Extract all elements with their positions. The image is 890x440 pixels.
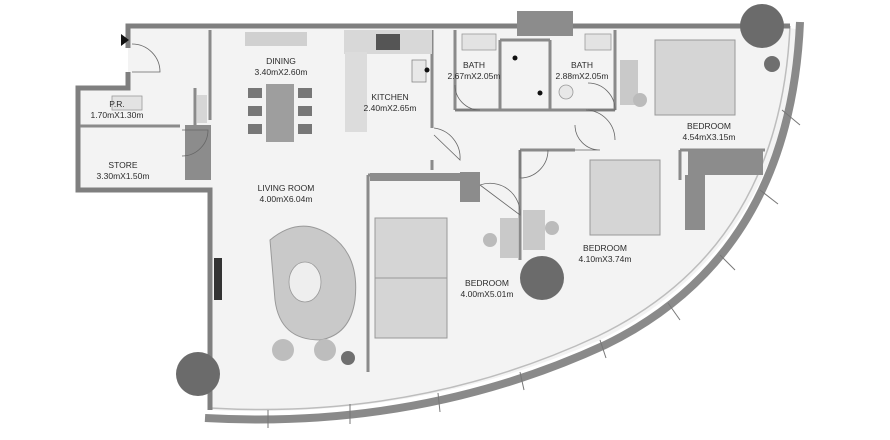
room-name: STORE (108, 160, 138, 170)
curved-facade (204, 21, 804, 424)
room-dims: 3.30mX1.50m (96, 171, 150, 181)
room-dims: 4.54mX3.15m (682, 132, 736, 142)
wall-blocks (185, 11, 763, 230)
room-dims: 1.70mX1.30m (90, 110, 144, 120)
room-label-bath-1: BATH 2.67mX2.05m (448, 60, 501, 82)
room-label-powder: P.R. 1.70mX1.30m (91, 99, 144, 121)
room-name: BATH (570, 60, 594, 70)
armchair-2 (314, 339, 336, 361)
room-name: P.R. (109, 99, 125, 109)
bedroom-3-chair (483, 233, 497, 247)
room-name: BATH (462, 60, 486, 70)
cooktop (376, 34, 400, 50)
bedroom-1-plant-icon (764, 56, 780, 72)
bath-fixture-dot-1 (512, 55, 518, 61)
kitchen-sink (411, 59, 427, 83)
kitchen-fixture-dot (424, 67, 430, 73)
room-name: BEDROOM (465, 278, 509, 288)
structural-columns (176, 4, 784, 396)
dining-chairs (248, 88, 312, 134)
room-dims: 3.40mX2.60m (254, 67, 308, 77)
room-name: BEDROOM (687, 121, 731, 131)
bath-2-vanity (584, 33, 612, 51)
powder-shelf (197, 95, 207, 123)
room-dims: 4.00mX5.01m (460, 289, 514, 299)
room-label-bath-2: BATH 2.88mX2.05m (556, 60, 609, 82)
powder-vanity (111, 95, 143, 111)
bath-2-toilet (558, 84, 574, 100)
armchair-1 (272, 339, 294, 361)
tv-unit (214, 258, 222, 300)
room-name: BEDROOM (583, 243, 627, 253)
room-label-bedroom-3: BEDROOM 4.00mX5.01m (461, 278, 514, 300)
room-dims: 4.10mX3.74m (578, 254, 632, 264)
room-label-dining: DINING 3.40mX2.60m (255, 56, 308, 78)
entrance-arrow-icon (121, 34, 129, 46)
room-label-store: STORE 3.30mX1.50m (97, 160, 150, 182)
coffee-table (288, 261, 322, 303)
bath-1-vanity (461, 33, 497, 51)
bedroom-2-bed (589, 159, 661, 236)
room-name: LIVING ROOM (257, 183, 315, 193)
sideboard (245, 32, 307, 46)
dining-table (266, 84, 294, 142)
room-dims: 4.00mX6.04m (259, 194, 313, 204)
room-label-living: LIVING ROOM 4.00mX6.04m (258, 183, 315, 205)
room-name: KITCHEN (371, 92, 409, 102)
room-dims: 2.40mX2.65m (363, 103, 417, 113)
bedroom-3-desk (500, 218, 518, 258)
door-swings (131, 43, 616, 216)
room-dims: 2.88mX2.05m (555, 71, 609, 81)
bedroom-1-bed (654, 39, 736, 116)
bedroom-2-desk (523, 210, 545, 250)
bedroom-2-chair (545, 221, 559, 235)
bedroom-1-desk (620, 60, 638, 105)
room-dims: 2.67mX2.05m (447, 71, 501, 81)
bedroom-1-chair (633, 93, 647, 107)
room-label-kitchen: KITCHEN 2.40mX2.65m (364, 92, 417, 114)
plant-icon (341, 351, 355, 365)
room-label-bedroom-1: BEDROOM 4.54mX3.15m (683, 121, 736, 143)
kitchen-island (345, 52, 367, 132)
facade-mullions (267, 109, 801, 428)
facade-inner-line (209, 25, 791, 411)
room-label-bedroom-2: BEDROOM 4.10mX3.74m (579, 243, 632, 265)
bath-fixture-dot-2 (537, 90, 543, 96)
room-name: DINING (266, 56, 296, 66)
